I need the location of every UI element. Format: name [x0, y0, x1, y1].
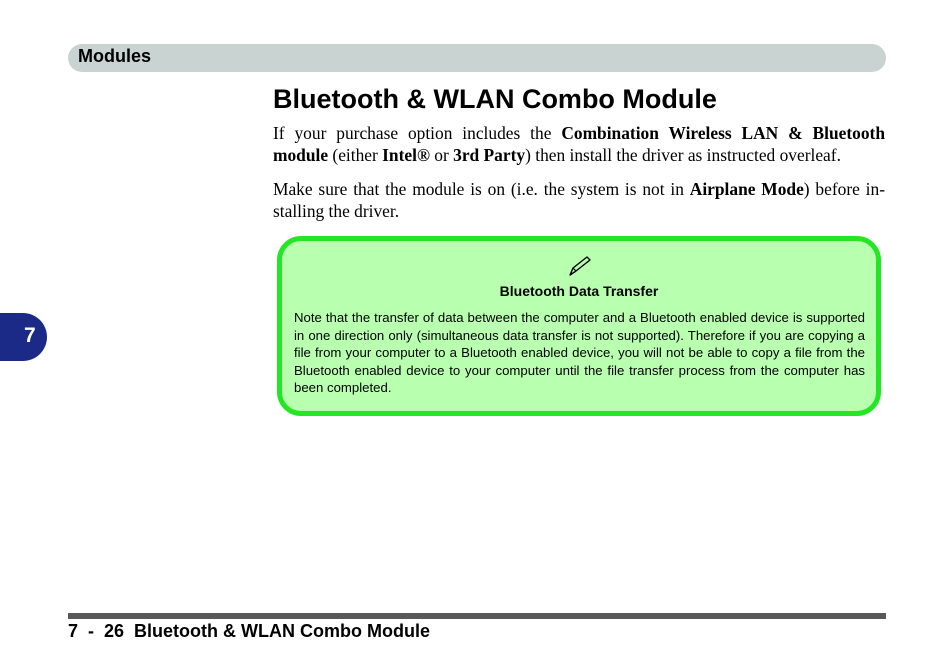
page-number: 7 - 26: [68, 621, 125, 641]
footer-spacer: [124, 621, 134, 641]
pen-icon: [568, 255, 592, 282]
emphasis-airplane-mode: Airplane Mode: [689, 179, 804, 199]
chapter-number: 7: [24, 324, 36, 347]
section-header-bar: Modules: [68, 44, 886, 72]
note-box: Bluetooth Data Transfer Note that the tr…: [277, 236, 881, 416]
text-run: ) then install the driver as instructed …: [525, 145, 841, 165]
text-run: Make sure that the module is on (i.e. th…: [273, 179, 690, 199]
emphasis-intel: Intel®: [382, 145, 430, 165]
emphasis-module: Combination Wireless LAN & Bluetooth mod…: [273, 123, 885, 165]
text-run: ) before in­stalling the driver.: [273, 179, 885, 221]
emphasis-third-party: 3rd Party: [453, 145, 526, 165]
text-run: or: [429, 145, 454, 165]
footer-rule: [68, 613, 886, 619]
section-title: Modules: [78, 46, 152, 66]
chapter-tab: 7: [0, 313, 47, 361]
text-run: (either: [328, 145, 383, 165]
text-run: If your purchase option includes the: [273, 123, 562, 143]
footer-title: Bluetooth & WLAN Combo Module: [134, 621, 430, 641]
page-title: Bluetooth & WLAN Combo Module: [273, 84, 717, 114]
page-footer: 7 - 26 Bluetooth & WLAN Combo Module: [68, 621, 430, 642]
note-body: Note that the transfer of data between t…: [294, 310, 865, 395]
intro-paragraph: If your purchase option includes the Com…: [273, 122, 885, 166]
note-title: Bluetooth Data Transfer: [499, 283, 659, 299]
airplane-mode-paragraph: Make sure that the module is on (i.e. th…: [273, 178, 885, 222]
